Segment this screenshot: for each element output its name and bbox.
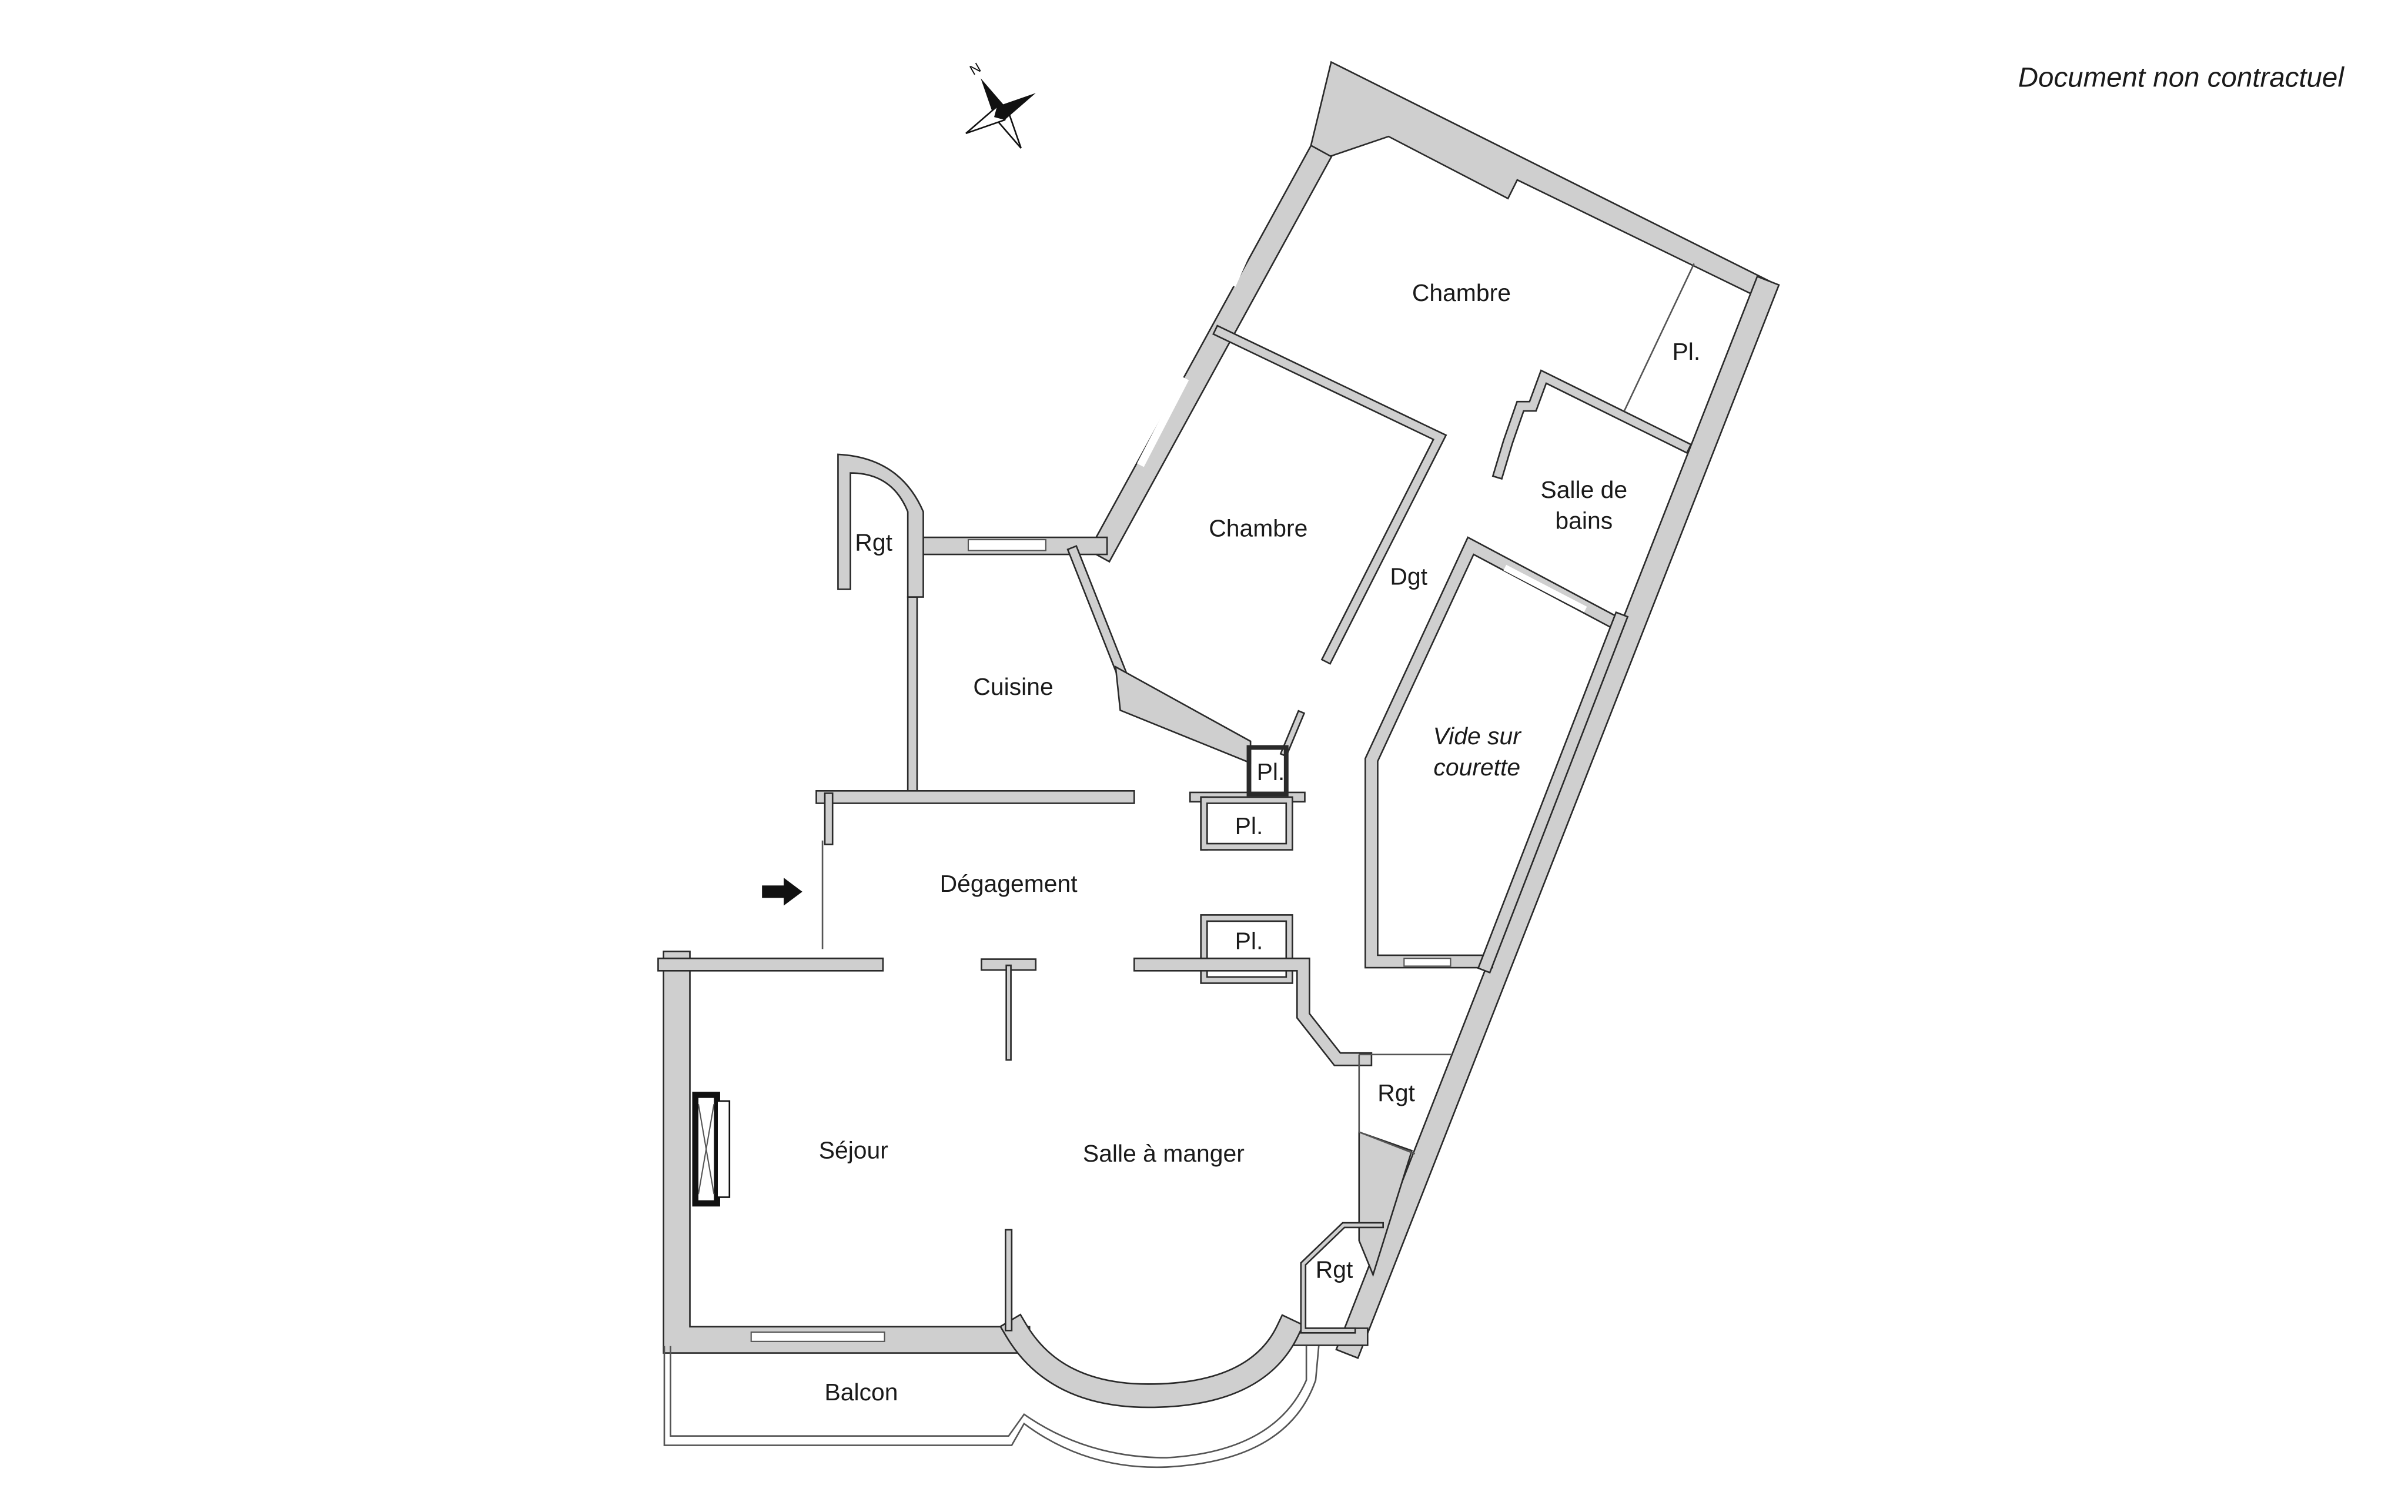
room-label-pl-1: Pl. [1257,758,1285,785]
disclaimer-note: Document non contractuel [2018,62,2345,93]
room-label-rgt-1: Rgt [1377,1079,1415,1106]
room-label-pl-3: Pl. [1235,927,1263,954]
room-label-vide-1: Vide sur [1433,722,1522,750]
room-label-dgt: Dgt [1390,563,1427,590]
room-label-salle-de-bains-1: Salle de [1540,476,1627,503]
room-label-salle-de-bains-2: bains [1555,507,1613,534]
room-label-sejour: Séjour [819,1137,888,1164]
room-label-cuisine: Cuisine [973,673,1053,700]
room-label-pl-2: Pl. [1235,812,1263,839]
walls [657,61,1780,1468]
entrance-arrow-icon [762,878,802,906]
room-label-degagement: Dégagement [940,870,1078,897]
room-label-vide-2: courette [1433,754,1520,781]
room-label-balcon: Balcon [825,1379,898,1406]
room-label-rgt-2: Rgt [1316,1256,1353,1283]
room-label-chambre: Chambre [1412,279,1511,306]
compass-rose-icon: N [965,60,1036,149]
room-label-placard: Pl. [1673,338,1701,365]
room-label-chambre-2: Chambre [1209,515,1307,542]
room-label-salle-a-manger: Salle à manger [1083,1140,1245,1167]
room-label-rgt-cuisine: Rgt [855,528,892,556]
north-label: N [967,60,984,78]
